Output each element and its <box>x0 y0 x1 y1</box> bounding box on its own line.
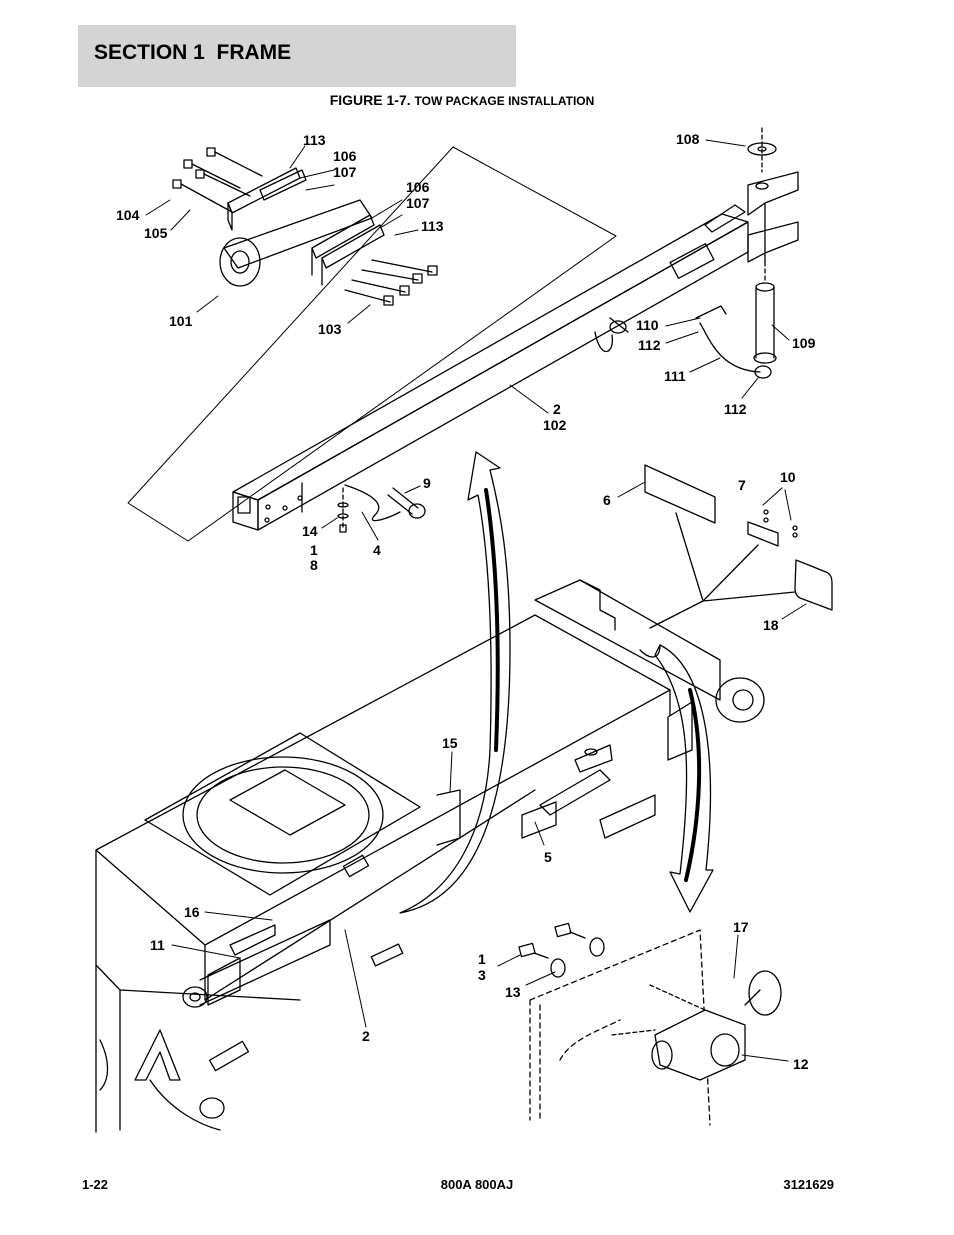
callout-106b: 106 <box>406 179 430 195</box>
callout-6: 6 <box>603 492 611 508</box>
decal-6 <box>644 464 716 524</box>
mount-bracket <box>529 929 782 1126</box>
callout-1b: 1 <box>478 951 486 967</box>
callout-111: 111 <box>664 368 686 384</box>
leader-lines <box>145 139 807 1062</box>
callout-105: 105 <box>144 225 168 241</box>
callout-101: 101 <box>169 313 193 329</box>
callout-5: 5 <box>544 849 552 865</box>
frame-body <box>95 614 671 1133</box>
callout-8: 8 <box>310 557 318 573</box>
pin-9 <box>344 484 426 522</box>
callout-2a: 2 <box>553 401 561 417</box>
bolts-washers <box>518 922 605 978</box>
tow-bar-panel <box>127 146 617 542</box>
callout-113b: 113 <box>421 218 444 234</box>
section-title: SECTION 1 FRAME <box>94 41 292 64</box>
callout-107a: 107 <box>333 164 357 180</box>
callout-106a: 106 <box>333 148 357 164</box>
callout-18: 18 <box>763 617 779 633</box>
pin-109 <box>753 282 777 379</box>
callout-7: 7 <box>738 477 746 493</box>
lanyard-111 <box>594 322 761 373</box>
spacer-plates <box>227 167 385 286</box>
callout-17: 17 <box>733 919 749 935</box>
callout-2b: 2 <box>362 1028 370 1044</box>
figure-caption: TOW PACKAGE INSTALLATION <box>414 94 595 108</box>
model-number: 800A 800AJ <box>440 1177 514 1192</box>
decal-7 <box>747 521 779 547</box>
callout-4: 4 <box>373 542 381 558</box>
callout-112a: 112 <box>638 337 661 353</box>
callout-110: 110 <box>636 317 659 333</box>
callout-113a: 113 <box>303 132 326 148</box>
figure-title: FIGURE 1-7. TOW PACKAGE INSTALLATION <box>0 92 924 108</box>
arrow-up <box>399 451 511 914</box>
callouts: 113 106 107 106 107 113 104 105 101 103 … <box>116 131 816 1072</box>
callout-104: 104 <box>116 207 140 223</box>
callout-15: 15 <box>442 735 458 751</box>
callout-10: 10 <box>780 469 796 485</box>
frame-lower-left <box>95 964 225 1131</box>
frame-front <box>534 579 765 761</box>
nuts-104 <box>172 147 263 213</box>
figure-prefix: FIGURE 1-7. <box>329 92 411 108</box>
callout-9: 9 <box>423 475 431 491</box>
decal-18 <box>794 559 833 611</box>
page-number: 1-22 <box>82 1177 109 1192</box>
callout-3: 3 <box>478 967 486 983</box>
arrow-down <box>654 644 714 913</box>
callout-11: 11 <box>150 937 165 953</box>
document-number: 3121629 <box>783 1177 834 1192</box>
callout-13: 13 <box>505 984 521 1000</box>
bolts-103 <box>344 259 438 306</box>
callout-103: 103 <box>318 321 342 337</box>
hitch-assembly <box>182 744 656 1072</box>
clevis <box>704 171 799 263</box>
callout-1a: 1 <box>310 542 318 558</box>
callout-16: 16 <box>184 904 200 920</box>
section-header: SECTION 1 FRAME <box>78 25 516 87</box>
callout-12: 12 <box>793 1056 809 1072</box>
callout-112b: 112 <box>724 401 747 417</box>
callout-14: 14 <box>302 523 318 539</box>
callout-107b: 107 <box>406 195 430 211</box>
callout-108: 108 <box>676 131 700 147</box>
callout-109: 109 <box>792 335 816 351</box>
callout-102: 102 <box>543 417 567 433</box>
